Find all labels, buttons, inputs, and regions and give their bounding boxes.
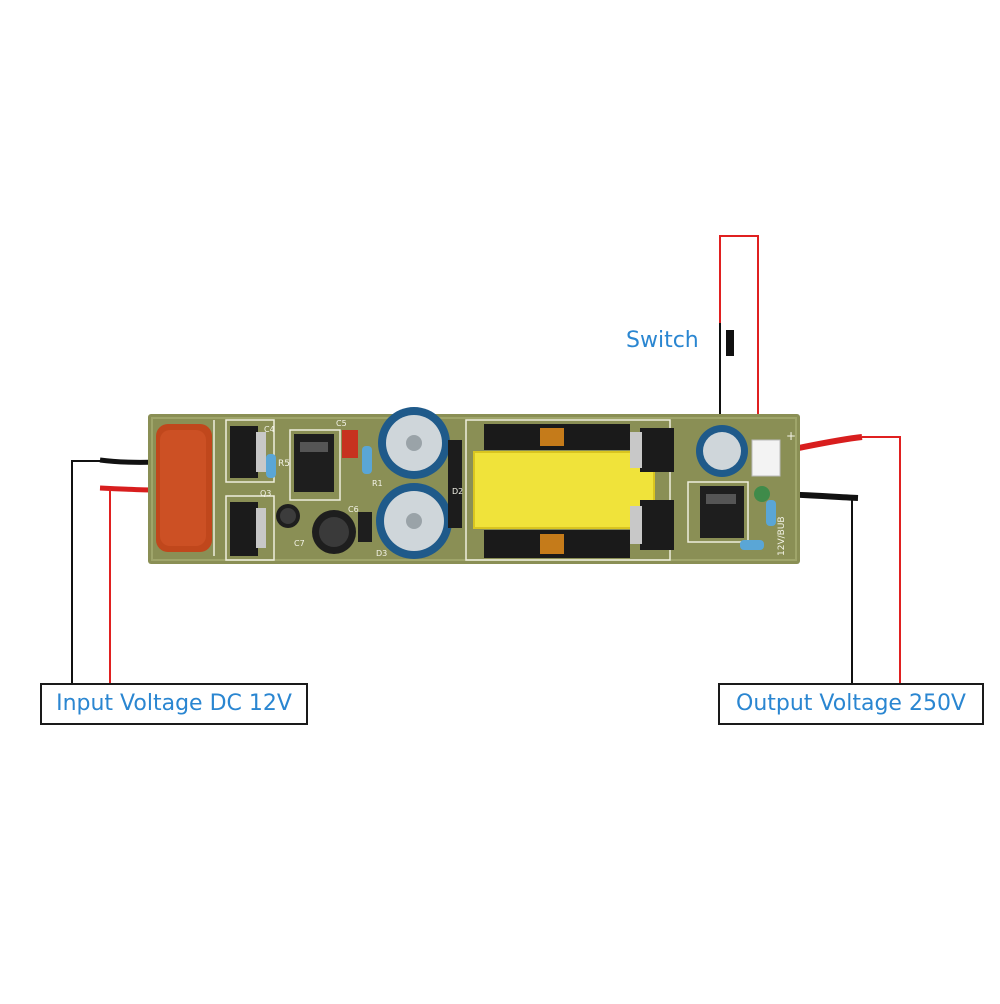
resistors xyxy=(266,446,776,550)
silk-q3: Q3 xyxy=(260,489,271,498)
green-capacitor xyxy=(754,486,770,502)
transformer xyxy=(473,424,655,558)
silk-c4: C4 xyxy=(264,425,275,434)
silk-r5: R5 xyxy=(278,459,290,469)
small-electrolytic-caps xyxy=(276,504,372,554)
diode xyxy=(448,440,462,528)
silk-c6: C6 xyxy=(348,505,359,514)
red-capacitor xyxy=(342,430,358,458)
pcb-board: R5 C5 C4 C6 C7 D2 D3 Q3 R1 + 12V/BUB xyxy=(148,407,800,564)
output-voltage-label: Output Voltage 250V xyxy=(718,683,984,725)
switch-icon xyxy=(726,330,734,356)
switch-wire-red xyxy=(719,235,759,437)
large-electrolytic-caps xyxy=(376,407,452,559)
mosfet-left xyxy=(230,426,266,556)
silk-output-mark: 12V/BUB xyxy=(777,516,787,556)
output-connector xyxy=(751,439,781,477)
switch-label: Switch xyxy=(626,328,699,353)
silk-r1: R1 xyxy=(372,479,383,488)
silk-d3: D3 xyxy=(376,549,387,558)
mosfet-right xyxy=(630,428,674,550)
silk-c5: C5 xyxy=(336,419,347,428)
input-leader-black xyxy=(71,460,100,683)
silk-c7: C7 xyxy=(294,539,305,548)
input-wiring xyxy=(71,457,159,683)
ic-chip-right xyxy=(700,486,744,538)
silk-plus: + xyxy=(786,429,796,443)
silk-d2: D2 xyxy=(452,487,463,496)
output-leader-red xyxy=(862,436,901,683)
input-voltage-label: Input Voltage DC 12V xyxy=(40,683,308,725)
